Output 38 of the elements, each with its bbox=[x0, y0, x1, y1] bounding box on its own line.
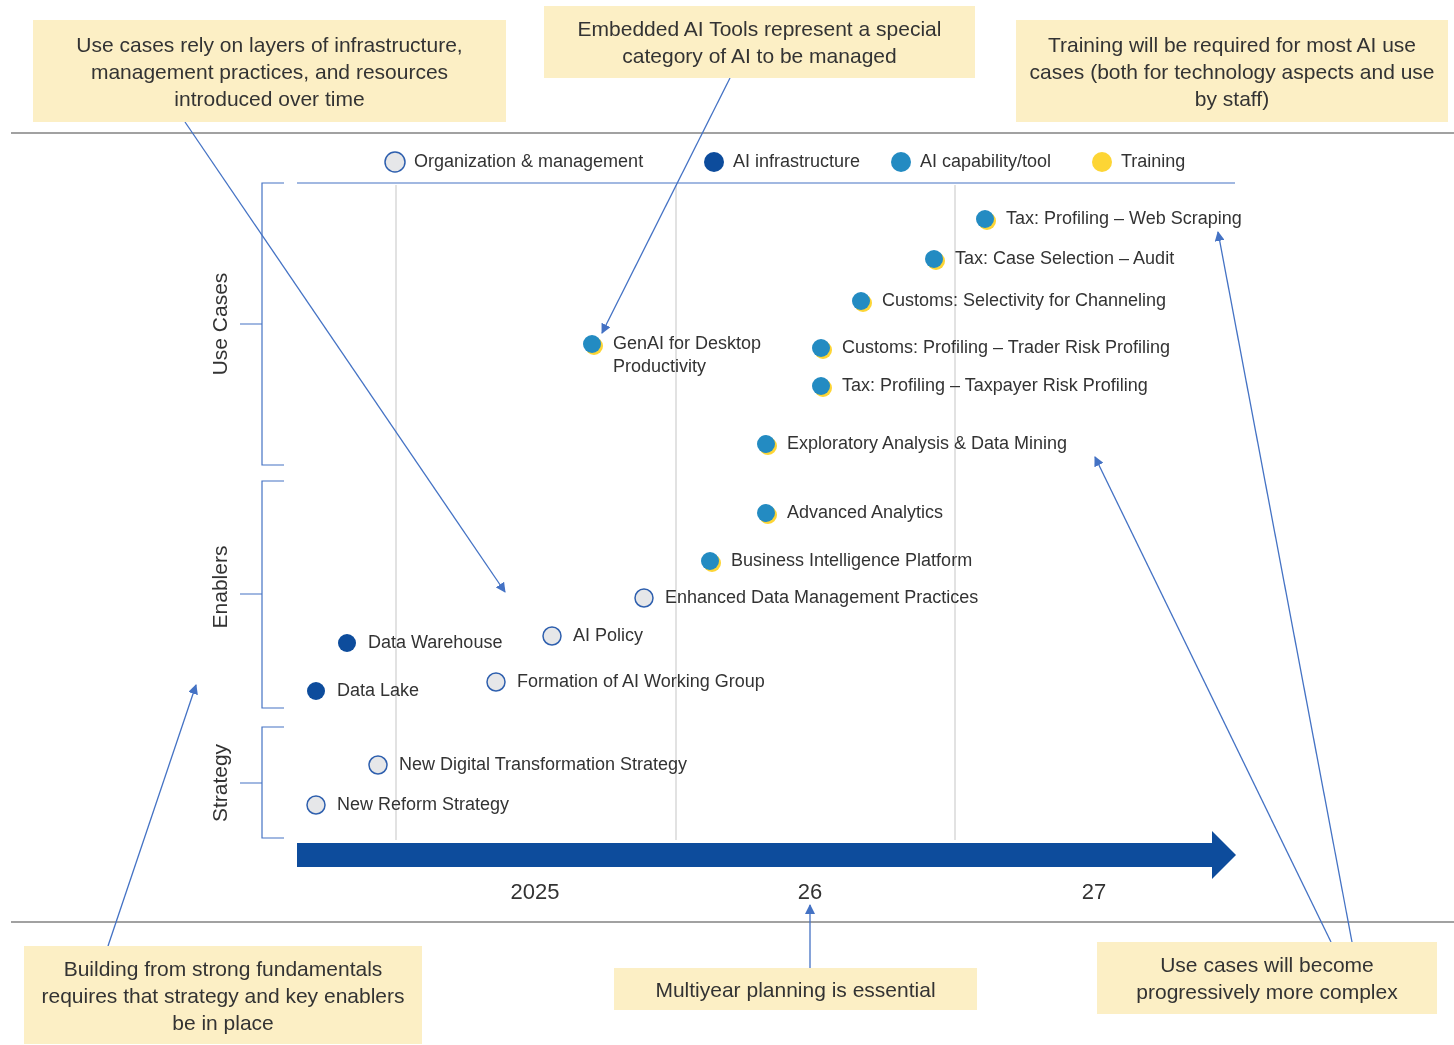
item-label: Tax: Profiling – Web Scraping bbox=[1006, 207, 1242, 230]
section-label: Strategy bbox=[207, 743, 233, 823]
item-label: Formation of AI Working Group bbox=[517, 670, 765, 693]
legend-label: AI capability/tool bbox=[920, 150, 1052, 173]
item-label: Business Intelligence Platform bbox=[731, 549, 973, 572]
item-label: New Digital Transformation Strategy bbox=[399, 753, 688, 776]
callout-box: Embedded AI Tools represent a special category of AI to be managed bbox=[544, 6, 975, 78]
legend-label: Training bbox=[1121, 150, 1186, 173]
legend-label: AI infrastructure bbox=[733, 150, 861, 173]
callout-arrow bbox=[805, 904, 815, 969]
callout-arrow bbox=[184, 121, 506, 593]
callout-box: Use cases rely on layers of infrastructure, management practices, and resources introduced over time bbox=[33, 20, 506, 122]
section-label: Use Cases bbox=[207, 272, 233, 376]
section-label: Enablers bbox=[207, 545, 233, 629]
callout-arrow bbox=[1094, 456, 1332, 943]
year-label: 2025 bbox=[510, 877, 560, 906]
year-label: 26 bbox=[795, 877, 825, 905]
item-label: Customs: Selectivity for Channeling bbox=[882, 289, 1167, 312]
item-label: Advanced Analytics bbox=[787, 501, 944, 524]
year-label: 27 bbox=[1081, 877, 1107, 906]
callout-arrow bbox=[1214, 231, 1353, 943]
item-label: Enhanced Data Management Practices bbox=[665, 586, 979, 609]
item-label: AI Policy bbox=[573, 624, 644, 647]
item-label: Data Warehouse bbox=[368, 631, 503, 654]
callout-box: Training will be required for most AI use cases (both for technology aspects and use by staff) bbox=[1016, 20, 1448, 122]
item-label: GenAI for Desktop Productivity bbox=[613, 332, 763, 378]
item-label: Data Lake bbox=[337, 679, 420, 702]
callout-box: Use cases will become progressively more complex bbox=[1097, 942, 1437, 1014]
item-label: Customs: Profiling – Trader Risk Profiling bbox=[842, 336, 1171, 359]
legend-label: Organization & management bbox=[414, 150, 644, 173]
item-label: New Reform Strategy bbox=[337, 793, 510, 816]
callout-box: Building from strong fundamentals requires that strategy and key enablers be in place bbox=[24, 946, 422, 1044]
callout-arrow bbox=[107, 684, 198, 947]
callout-box: Multiyear planning is essential bbox=[614, 968, 977, 1010]
item-label: Exploratory Analysis & Data Mining bbox=[787, 432, 1068, 455]
callout-arrow bbox=[601, 77, 731, 334]
item-label: Tax: Profiling – Taxpayer Risk Profiling bbox=[842, 374, 1148, 397]
item-label: Tax: Case Selection – Audit bbox=[955, 247, 1175, 270]
